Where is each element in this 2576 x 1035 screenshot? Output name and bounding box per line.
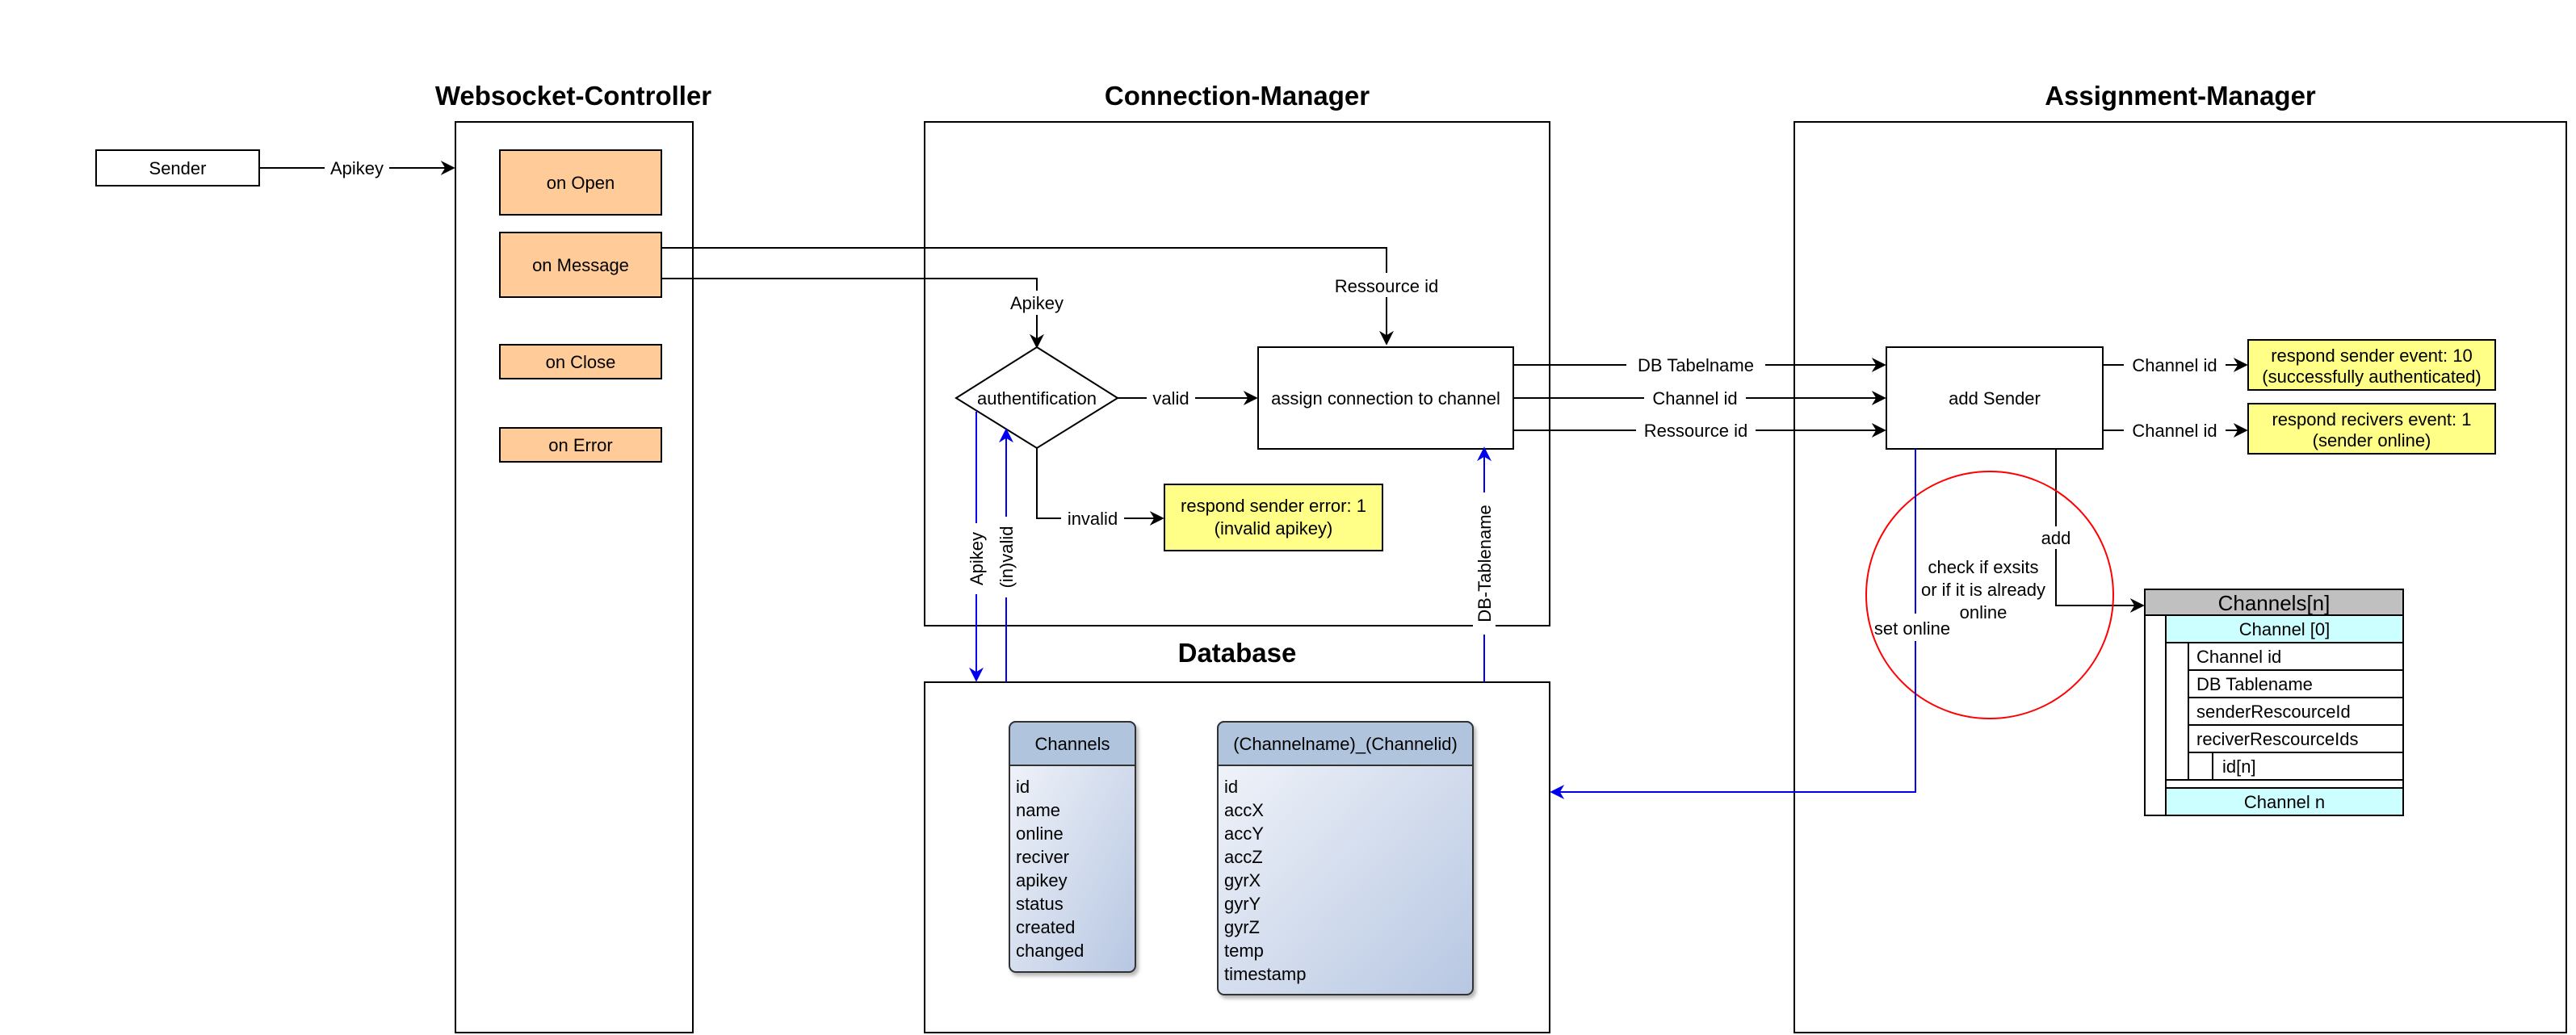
apikey-label: Apikey [1010,293,1064,313]
db-channels-field: status [1016,894,1064,914]
on-open-label: on Open [547,173,615,193]
on-message-label: on Message [532,255,629,275]
title-websocket-controller: Websocket-Controller [435,81,711,111]
db-channeldata-field: id [1224,777,1238,797]
error-note-line2: (invalid apikey) [1215,518,1333,538]
db-table-channels [1009,721,1136,973]
error-note-line1: respond sender error: 1 [1181,496,1366,516]
db-channeldata-field: temp [1224,941,1264,961]
on-open-box [499,149,662,216]
check-line2: or if it is already [1921,580,2045,600]
out-channel-label-2: Channel id [2132,421,2217,441]
ressource-id-label: Ressource id [1335,276,1438,296]
struct-row-db-tablename [2188,669,2404,698]
set-online-label: set online [1874,618,1950,639]
sender-label: Sender [149,158,207,178]
db-channeldata-field: accX [1224,800,1264,820]
struct-row-channel-id-label: Channel id [2196,647,2281,667]
add-edge [2055,449,2145,613]
invalid-label: invalid [1068,509,1118,529]
assign-connection-label: assign connection to channel [1271,388,1500,409]
check-line3: online [1960,602,2008,622]
assignment-manager-container [1794,121,2567,1033]
online-note [2247,403,2496,455]
struct-row-db-tablename-label: DB Tablename [2196,674,2313,694]
success-note-line1: respond sender event: 10 [2271,346,2473,366]
db-channels-field: id [1016,777,1030,797]
db-table-channels-name: Channels [1035,734,1110,754]
ressource-id-edge-label: Ressource id [1644,421,1747,441]
db-apikey-label: Apikey [967,532,987,585]
out-channel-label-1: Channel id [2132,355,2217,375]
message-apikey-edge [661,278,1044,349]
struct-subrow-idn-label: id[n] [2222,756,2256,777]
online-note-line2: (sender online) [2313,430,2431,450]
on-close-box [499,344,662,379]
channels-structure: Channels[n] Channel [0] Channel id DB Ta… [2144,589,2404,816]
db-table-channeldata-name: (Channelname)_(Channelid) [1233,734,1458,754]
set-online-edge [1550,449,1916,799]
db-channels-field: apikey [1016,870,1068,890]
db-tablename-label: DB-Tablename [1475,505,1495,622]
add-sender-box [1886,346,2104,450]
channels-struct-header-label: Channels[n] [2218,591,2331,615]
db-channels-field: reciver [1016,847,1069,867]
on-error-label: on Error [548,435,612,455]
db-invalid-label: (in)valid [996,526,1017,588]
db-channeldata-field: gyrZ [1224,917,1260,937]
success-note-line2: (successfully authenticated) [2262,367,2481,387]
title-database: Database [1178,638,1297,668]
db-channeldata-field: gyrX [1224,870,1261,890]
db-channeldata-field: timestamp [1224,964,1306,984]
channel-n-label: Channel n [2244,792,2325,812]
error-note [1164,484,1383,551]
on-message-box [499,232,662,298]
title-assignment-manager: Assignment-Manager [2045,81,2316,111]
channel-n-row [2165,787,2404,816]
db-channels-field: changed [1016,941,1084,961]
db-channels-field: name [1016,800,1060,820]
add-sender-label: add Sender [1949,388,2041,409]
db-channeldata-field: gyrY [1224,894,1261,914]
db-table-channeldata [1217,721,1474,995]
struct-row-sender-id [2188,697,2404,726]
add-label: add [2041,528,2071,548]
check-line1: check if exsits [1928,557,2039,577]
db-channels-field: online [1016,823,1064,844]
channel-id-edge-label: Channel id [1652,388,1737,409]
success-note [2247,339,2496,391]
on-error-box [499,427,662,463]
db-channeldata-field: accZ [1224,847,1263,867]
check-circle [1865,471,2114,719]
channel0-label: Channel [0] [2239,619,2331,639]
channel0-row [2165,614,2404,643]
on-close-label: on Close [546,352,616,372]
authentification-label: authentification [977,388,1097,409]
struct-row-reciver-ids-label: reciverRescourceIds [2196,729,2359,749]
tablename-edge-label: DB Tabelname [1638,355,1754,375]
sender-apikey-label: Apikey [330,158,384,178]
title-connection-manager: Connection-Manager [1105,81,1370,111]
struct-row-reciver-ids [2188,724,2404,753]
valid-label: valid [1152,388,1189,409]
db-channels-field: created [1016,917,1075,937]
struct-row-sender-id-label: senderRescourceId [2196,702,2351,722]
struct-subrow-idn [2212,752,2404,781]
channels-struct-header [2144,589,2404,616]
message-ressource-edge [661,247,1394,346]
db-channeldata-field: accY [1224,823,1264,844]
online-note-line1: respond recivers event: 1 [2272,409,2471,430]
